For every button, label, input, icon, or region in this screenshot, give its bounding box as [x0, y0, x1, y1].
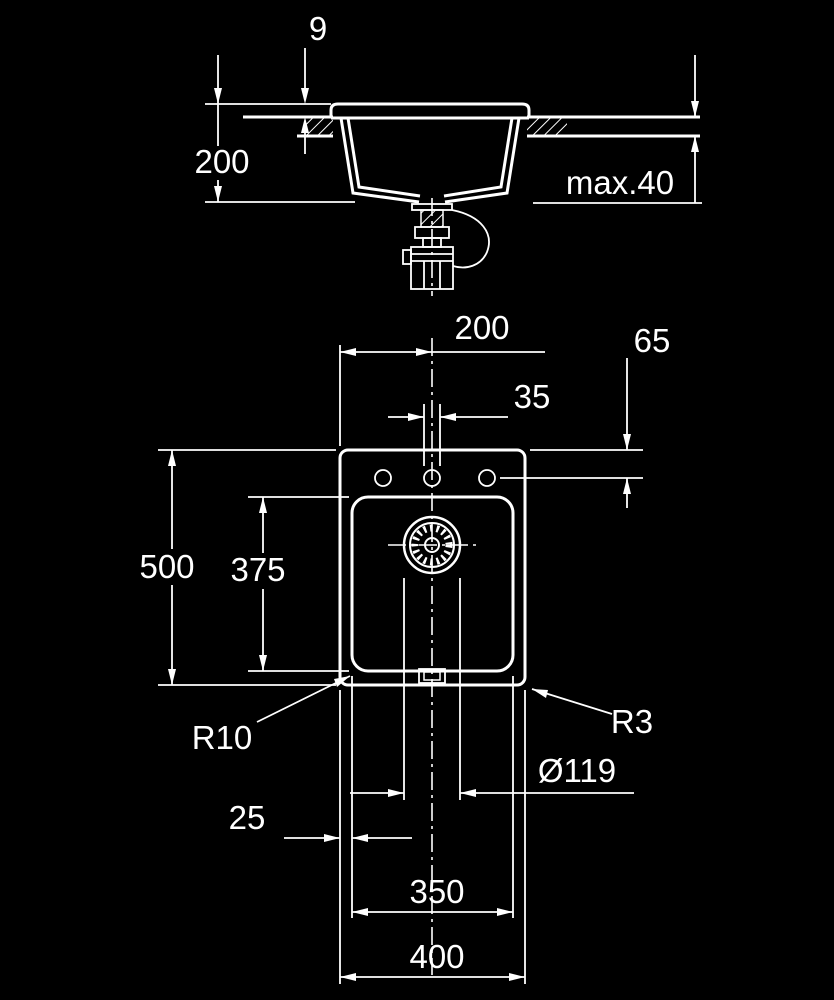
label-center-offset: 200: [454, 309, 509, 346]
dimension-length-500: 500: [139, 449, 336, 686]
label-counter-max: max.40: [566, 164, 674, 201]
sink-bowl-profile: [329, 102, 531, 204]
label-outer-radius: R3: [611, 703, 653, 740]
drain-assembly: [402, 198, 490, 296]
label-inner-radius: R10: [192, 719, 253, 756]
dimension-bowl-length-375: 375: [230, 496, 349, 672]
dimension-drain-diameter-119: Ø119: [350, 578, 634, 800]
label-bowl-width: 350: [409, 873, 464, 910]
counter-hatch-right: [527, 118, 567, 135]
dimension-hole-setback-65: 65: [500, 322, 670, 508]
faucet-hole-left: [374, 469, 392, 487]
label-drain-diameter: Ø119: [538, 752, 616, 789]
centerlines: [388, 338, 476, 975]
callout-outer-radius-r3: R3: [531, 688, 653, 740]
label-rim-width: 25: [229, 799, 266, 836]
faucet-holes: [374, 469, 496, 487]
dimension-counter-max40: max.40: [533, 55, 702, 204]
label-hole-setback: 65: [634, 322, 671, 359]
dimension-hole-diameter-35: 35: [388, 378, 550, 466]
trap-fitting: [402, 249, 412, 265]
faucet-hole-right: [478, 469, 496, 487]
label-length: 500: [139, 548, 194, 585]
dimension-depth-200: 200: [194, 55, 355, 203]
label-width: 400: [409, 938, 464, 975]
dimension-width-400: 400: [340, 938, 525, 981]
dimension-bowl-width-350: 350: [352, 873, 513, 916]
label-rim-height: 9: [309, 10, 327, 47]
dimension-rim-height-9: 9: [205, 10, 331, 154]
callout-inner-radius-r10: R10: [192, 675, 351, 756]
label-depth: 200: [194, 143, 249, 180]
overflow-hose: [451, 209, 490, 269]
label-hole-diameter: 35: [514, 378, 551, 415]
dimension-rim-width-25: 25: [229, 799, 412, 842]
dimension-center-offset-200: 200: [339, 309, 545, 446]
plan-view: 200 65 35 500: [139, 309, 670, 984]
side-view-section: 9 200 max.40: [194, 10, 702, 296]
extension-lines-bottom: [339, 676, 526, 984]
counter-hatch-left: [303, 118, 333, 135]
counter-section: [243, 115, 700, 138]
label-bowl-length: 375: [230, 551, 285, 588]
